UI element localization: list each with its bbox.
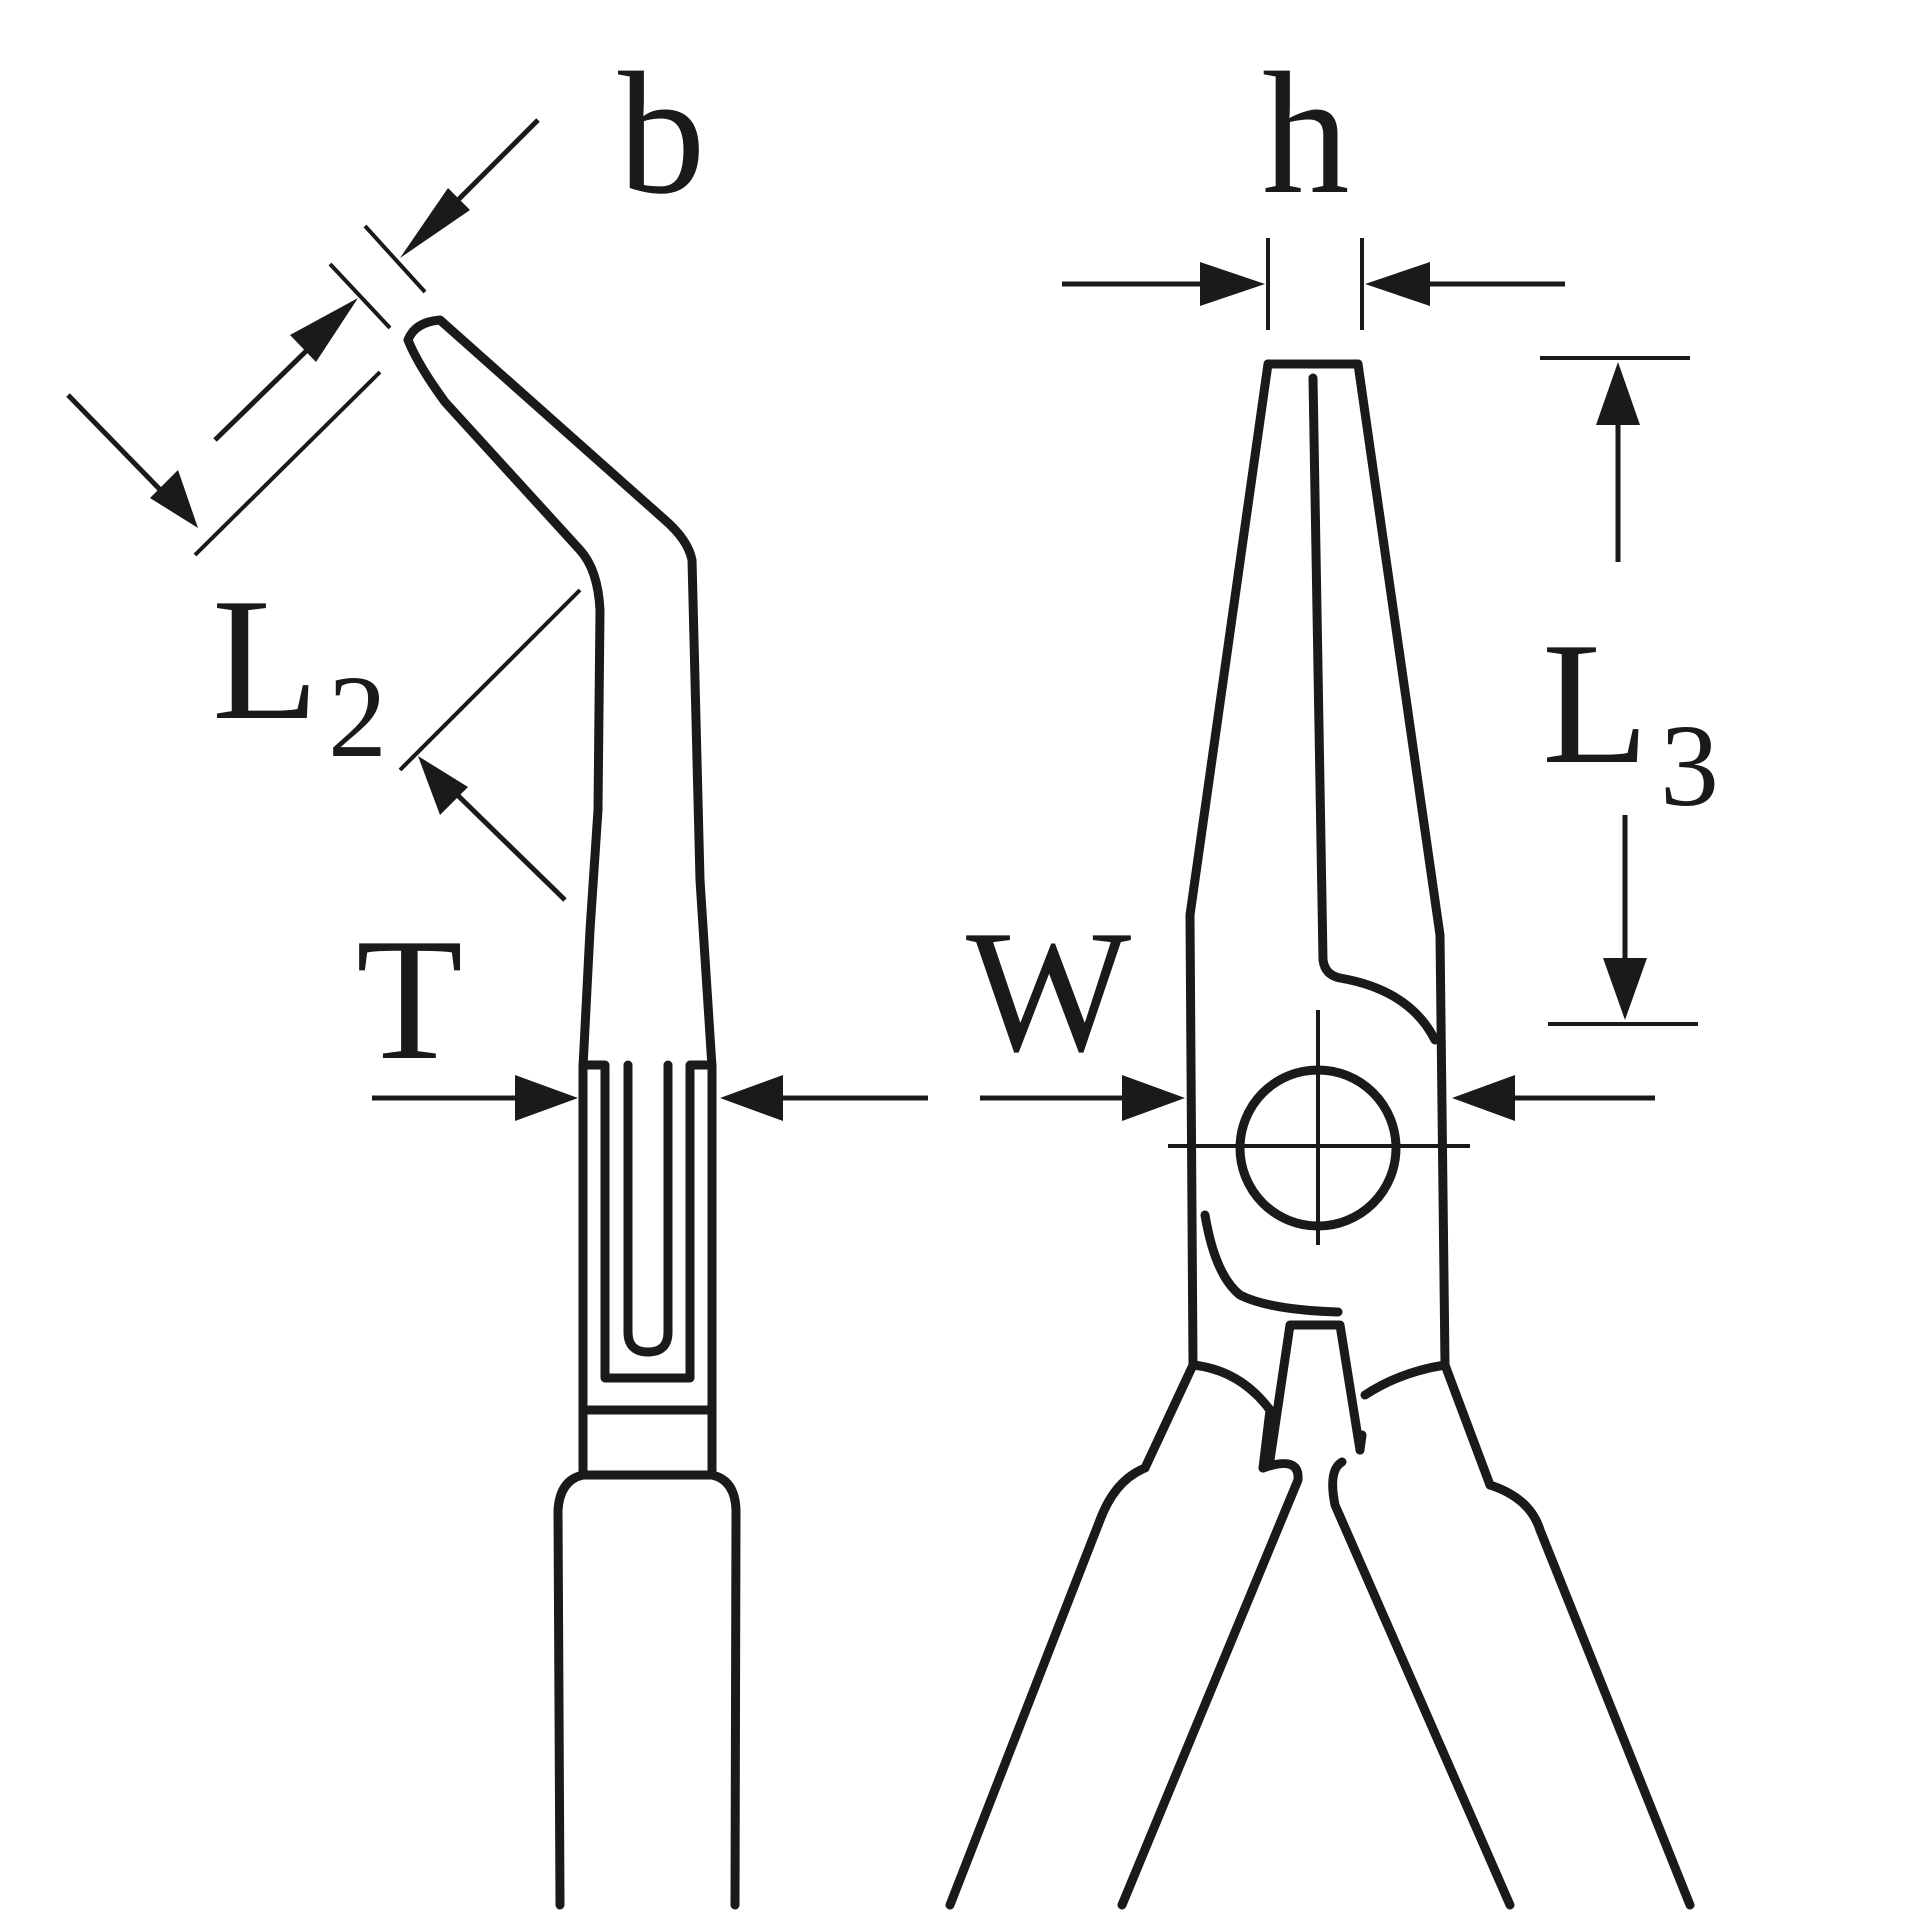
front-view-pivot-throat xyxy=(1200,1210,1343,1317)
dim-l2-arrowhead-left xyxy=(150,470,198,528)
front-view-right-jaw xyxy=(1353,359,1450,1370)
dim-b-ext-2 xyxy=(363,224,427,294)
dim-h-arrowhead-left xyxy=(1200,262,1265,306)
pivot-crosshair xyxy=(1168,1010,1470,1245)
front-view-left-handle xyxy=(945,1459,1303,1910)
label-t: T xyxy=(356,902,463,1096)
side-view-jaw-outline xyxy=(403,315,717,1072)
dim-l2-ext-bottom xyxy=(398,588,582,772)
dimension-l2: L 2 xyxy=(66,298,582,902)
label-l2-main: L xyxy=(212,562,319,756)
label-l2-sub: 2 xyxy=(328,651,387,782)
dim-l2-arrowhead-top xyxy=(290,298,358,362)
front-view-right-handle xyxy=(1328,1457,1695,1910)
front-view-handle-neck xyxy=(1140,1360,1495,1490)
dim-l3-arrowhead-top xyxy=(1596,362,1640,425)
label-l3-main: L xyxy=(1542,606,1649,800)
dim-b-ext-1 xyxy=(328,262,392,330)
dim-l2-leader-bottom xyxy=(438,776,567,902)
dimension-l3: L 3 xyxy=(1540,356,1719,1026)
label-h: h xyxy=(1262,36,1350,230)
dim-l2-leader-left xyxy=(66,393,177,507)
dim-l2-arrowhead-bottom xyxy=(418,756,468,815)
front-view-pliers xyxy=(945,359,1695,1910)
dim-t-arrowhead-right xyxy=(720,1075,783,1121)
dimension-h: h xyxy=(1062,36,1565,330)
front-view-left-jaw xyxy=(1185,359,1273,1370)
dimension-w: W xyxy=(966,894,1655,1121)
side-view-joint-band xyxy=(578,1405,717,1480)
dim-h-arrowhead-right xyxy=(1365,262,1430,306)
dim-l3-arrowhead-bottom xyxy=(1603,958,1647,1020)
side-view-handle xyxy=(553,1470,741,1910)
dim-w-arrowhead-right xyxy=(1452,1075,1515,1121)
front-view-jaw-seam xyxy=(1308,373,1440,1045)
front-view-lower-joint xyxy=(1188,1320,1450,1465)
dim-t-arrowhead-left xyxy=(515,1075,578,1121)
side-view-slot xyxy=(623,1060,673,1357)
dim-l2-ext-top xyxy=(193,370,382,557)
dim-w-arrowhead-left xyxy=(1122,1075,1185,1121)
label-l3-sub: 3 xyxy=(1660,700,1719,831)
dimension-b: b xyxy=(328,36,706,330)
side-view-pliers xyxy=(403,315,741,1910)
label-w: W xyxy=(966,894,1131,1088)
dimension-t: T xyxy=(356,902,928,1121)
dim-b-arrowhead xyxy=(400,188,470,258)
label-b: b xyxy=(618,36,706,230)
